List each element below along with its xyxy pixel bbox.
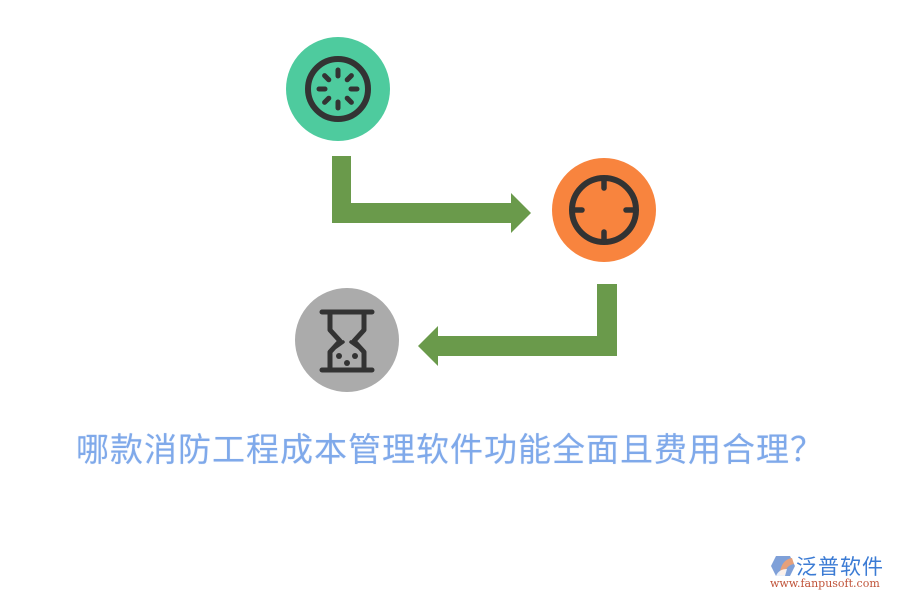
logo-brand-name: 泛普软件 [796, 555, 884, 579]
arrow-step2-to-step3 [418, 284, 617, 366]
step-3-node [295, 288, 399, 392]
arrow-step1-to-step2 [332, 156, 531, 233]
hourglass-icon [319, 309, 375, 373]
logo-url: www.fanpusoft.com [770, 577, 880, 590]
crosshair-target-icon [569, 175, 639, 245]
brand-logo: 泛普软件 www.fanpusoft.com [768, 553, 892, 593]
step-2-node [552, 158, 656, 262]
page-title: 哪款消防工程成本管理软件功能全面且费用合理？ [76, 430, 824, 469]
hourglass-sand-dots [336, 353, 358, 366]
step-1-node [286, 37, 390, 141]
fanpu-logo-icon [771, 556, 795, 576]
loading-spinner-icon [305, 56, 371, 122]
